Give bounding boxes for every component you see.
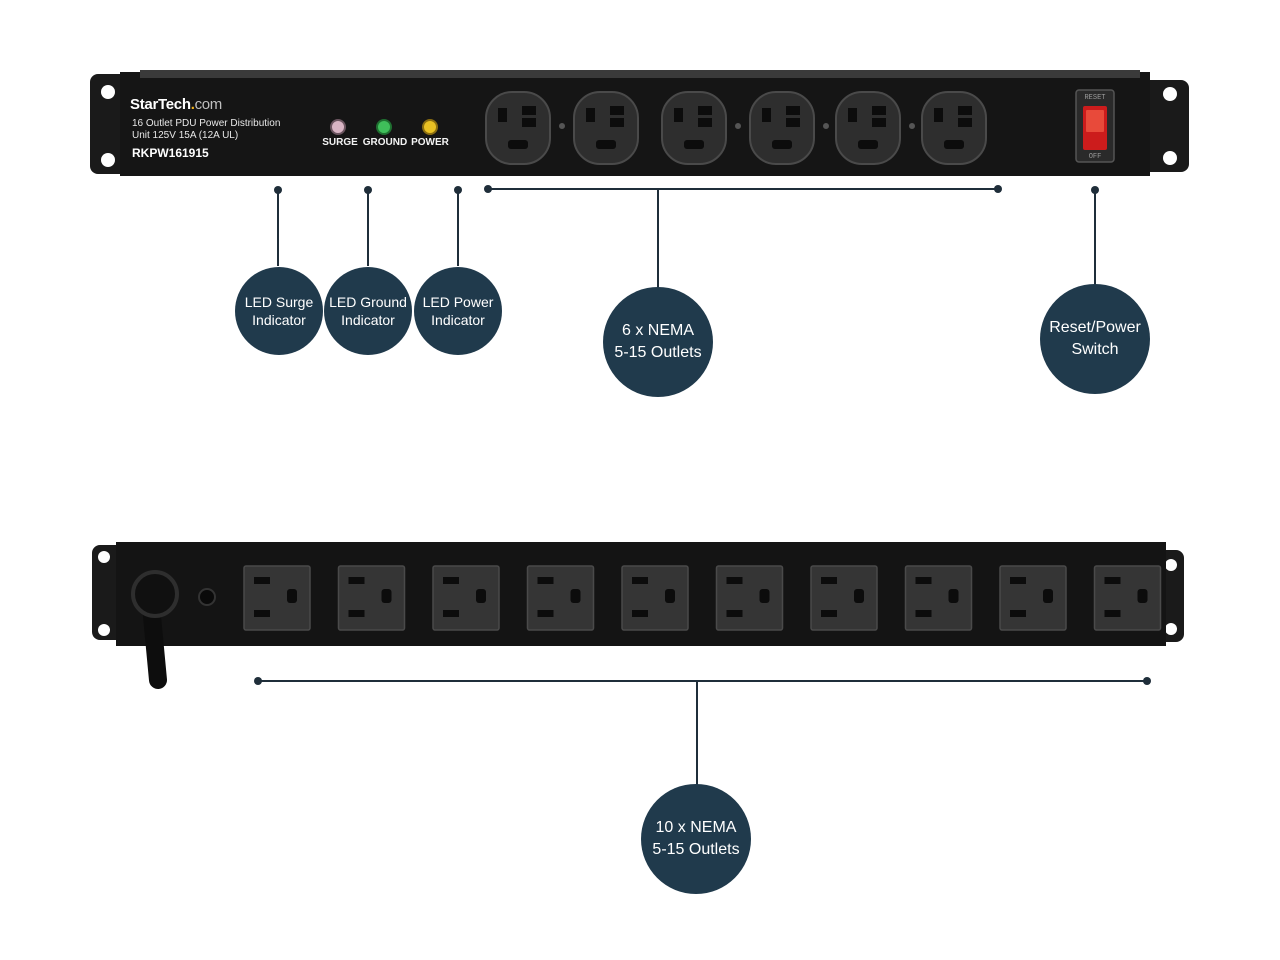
surge-led-icon xyxy=(330,119,346,135)
rear-outlet-icon xyxy=(621,565,689,631)
model-number: RKPW161915 xyxy=(132,146,209,160)
led-label-surge: SURGE xyxy=(322,137,358,148)
rear-outlet-icon xyxy=(810,565,878,631)
front-pdu-unit xyxy=(90,70,1189,176)
mount-hole xyxy=(98,624,110,636)
callout-led-surge: LED Surge Indicator xyxy=(235,267,323,355)
rear-outlets xyxy=(243,565,1162,631)
callout-reset-switch: Reset/Power Switch xyxy=(1040,284,1150,394)
rear-outlet-icon xyxy=(526,565,595,631)
mount-hole xyxy=(98,551,110,563)
mount-hole xyxy=(101,85,115,99)
led-label-power: POWER xyxy=(411,137,449,148)
front-outlet-icon xyxy=(485,91,565,165)
rear-outlet-icon xyxy=(243,565,311,631)
mount-hole xyxy=(1165,623,1177,635)
rear-pdu-unit xyxy=(92,542,1184,689)
front-outlet-icon xyxy=(661,91,741,165)
rear-indicator-hole xyxy=(198,588,216,606)
front-outlet-icon xyxy=(749,91,829,165)
led-label-ground: GROUND xyxy=(362,137,408,148)
rear-outlet-icon xyxy=(337,565,406,631)
callout-led-ground: LED Ground Indicator xyxy=(324,267,412,355)
ground-led-icon xyxy=(376,119,392,135)
rear-outlet-icon xyxy=(999,565,1067,631)
brand-logo: StarTech.com xyxy=(130,96,222,113)
switch-label-off: OFF xyxy=(1088,153,1102,161)
mount-hole xyxy=(101,153,115,167)
product-description: 16 Outlet PDU Power Distribution Unit 12… xyxy=(132,118,302,142)
mount-hole xyxy=(1165,559,1177,571)
description-line: 16 Outlet PDU Power Distribution xyxy=(132,118,281,129)
power-led-icon xyxy=(422,119,438,135)
front-outlet-icon xyxy=(573,91,639,165)
callout-front-outlets: 6 x NEMA 5-15 Outlets xyxy=(603,287,713,397)
callout-led-power: LED Power Indicator xyxy=(414,267,502,355)
rear-outlet-icon xyxy=(1093,565,1162,631)
callout-rear-outlets: 10 x NEMA 5-15 Outlets xyxy=(641,784,751,894)
mount-hole xyxy=(1163,87,1177,101)
front-outlets xyxy=(485,91,987,165)
front-outlet-icon xyxy=(921,91,987,165)
mount-hole xyxy=(1163,151,1177,165)
rear-callout-lines xyxy=(254,677,1151,786)
description-line: Unit 125V 15A (12A UL) xyxy=(132,130,239,141)
rear-outlet-icon xyxy=(904,565,973,631)
rear-outlet-icon xyxy=(715,565,784,631)
rear-outlet-icon xyxy=(432,565,500,631)
cord-strain-relief xyxy=(131,570,179,618)
front-outlet-icon xyxy=(835,91,915,165)
switch-label-reset: RESET xyxy=(1084,94,1106,102)
front-callout-lines xyxy=(274,185,1099,288)
